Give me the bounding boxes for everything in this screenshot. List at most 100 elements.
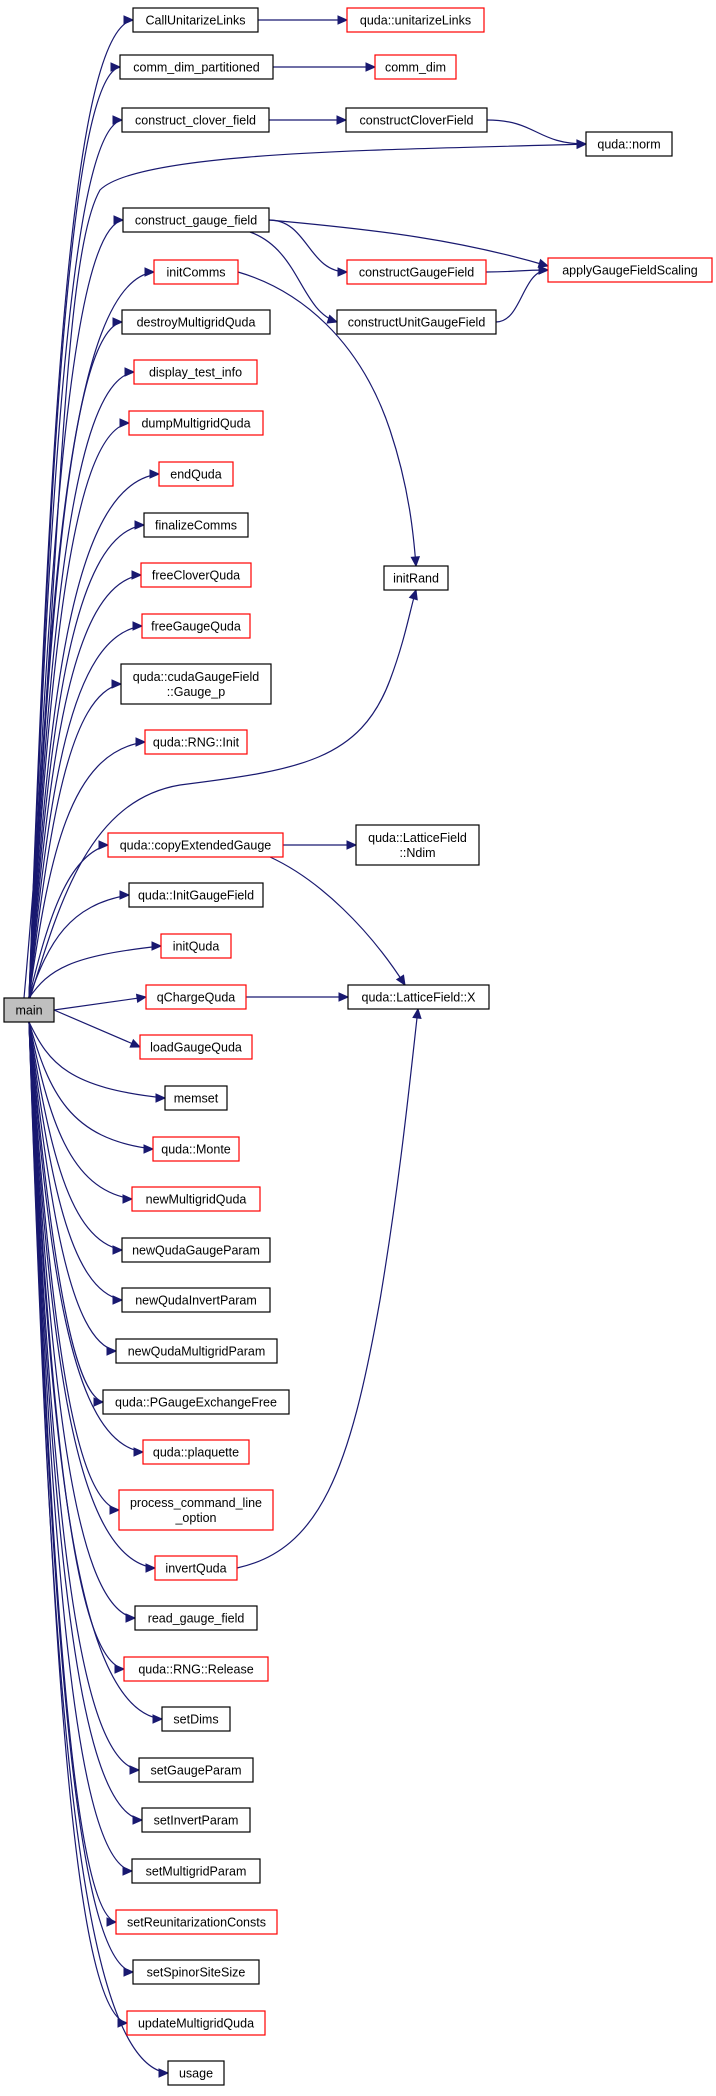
- node-box: [374, 54, 457, 80]
- node-construct-clover-field[interactable]: construct_clover_field: [121, 107, 270, 133]
- node-invert-quda[interactable]: invertQuda: [154, 1555, 238, 1581]
- node-dump-multigrid-quda[interactable]: dumpMultigridQuda: [128, 410, 264, 436]
- node-init-quda[interactable]: initQuda: [160, 933, 232, 959]
- node-construct-clover-field[interactable]: constructCloverField: [345, 107, 488, 133]
- node-new-quda-multigrid-param[interactable]: newQudaMultigridParam: [115, 1338, 278, 1364]
- node-display-test-info[interactable]: display_test_info: [133, 359, 258, 385]
- node-plaquette[interactable]: quda::plaquette: [142, 1439, 250, 1465]
- node-comm-dim-partitioned[interactable]: comm_dim_partitioned: [119, 54, 274, 80]
- node-box: [140, 562, 252, 588]
- node-end-quda[interactable]: endQuda: [158, 461, 234, 487]
- node-gauge-p[interactable]: quda::cudaGaugeField::Gauge_p: [120, 663, 272, 705]
- arrowhead: [113, 215, 125, 225]
- node-call-unitarize-links[interactable]: CallUnitarizeLinks: [132, 7, 259, 33]
- node-box: [158, 461, 234, 487]
- node-q-charge-quda[interactable]: qChargeQuda: [145, 984, 247, 1010]
- node-pgauge-exchange-free[interactable]: quda::PGaugeExchangeFree: [102, 1389, 290, 1415]
- node-rng-init[interactable]: quda::RNG::Init: [144, 729, 248, 755]
- arrowhead: [155, 1093, 167, 1103]
- edge-main-to-end-quda: [28, 473, 160, 999]
- node-memset[interactable]: memset: [164, 1085, 228, 1111]
- node-label: freeGaugeQuda: [151, 620, 241, 634]
- node-unitarize-links[interactable]: quda::unitarizeLinks: [346, 7, 485, 33]
- node-main[interactable]: main: [3, 997, 55, 1023]
- node-box: [133, 359, 258, 385]
- arrowhead: [337, 15, 349, 25]
- arrowhead: [135, 993, 148, 1004]
- node-finalize-comms[interactable]: finalizeComms: [143, 512, 249, 538]
- arrowhead: [337, 267, 349, 277]
- arrowhead: [151, 941, 163, 951]
- node-label: finalizeComms: [155, 519, 237, 533]
- node-new-multigrid-quda[interactable]: newMultigridQuda: [131, 1186, 261, 1212]
- node-init-gauge-field[interactable]: quda::InitGaugeField: [128, 882, 264, 908]
- edge-main-to-usage: [28, 1021, 169, 2074]
- arrowhead: [538, 265, 550, 275]
- node-box: [120, 663, 272, 705]
- node-box: [132, 7, 259, 33]
- node-label: quda::RNG::Init: [153, 736, 240, 750]
- node-read-gauge-field[interactable]: read_gauge_field: [134, 1605, 258, 1631]
- node-apply-gauge-field-scaling[interactable]: applyGaugeFieldScaling: [547, 257, 713, 283]
- node-process-command-line-option[interactable]: process_command_line_option: [118, 1489, 274, 1531]
- node-box: [123, 1656, 269, 1682]
- node-comm-dim[interactable]: comm_dim: [374, 54, 457, 80]
- edge-construct-gauge-field-to-construct-unit-gauge-field: [249, 231, 338, 323]
- node-label: quda::plaquette: [153, 1446, 239, 1460]
- node-usage[interactable]: usage: [167, 2060, 225, 2086]
- node-label: setInvertParam: [154, 1814, 239, 1828]
- node-label: setReunitarizationConsts: [127, 1916, 266, 1930]
- node-free-gauge-quda[interactable]: freeGaugeQuda: [141, 613, 251, 639]
- node-copy-extended-gauge[interactable]: quda::copyExtendedGauge: [107, 832, 284, 858]
- node-label: display_test_info: [149, 366, 242, 380]
- node-lattice-field-x[interactable]: quda::LatticeField::X: [347, 984, 490, 1010]
- node-label: quda::InitGaugeField: [138, 889, 254, 903]
- node-set-spinor-site-size[interactable]: setSpinorSiteSize: [132, 1959, 260, 1985]
- node-label: applyGaugeFieldScaling: [562, 264, 698, 278]
- arrowhead: [111, 679, 123, 689]
- node-construct-gauge-field[interactable]: constructGaugeField: [346, 259, 487, 285]
- edge-main-to-process-command-line-option: [28, 1021, 120, 1511]
- node-construct-gauge-field[interactable]: construct_gauge_field: [122, 207, 270, 233]
- node-new-quda-invert-param[interactable]: newQudaInvertParam: [121, 1287, 271, 1313]
- node-set-multigrid-param[interactable]: setMultigridParam: [131, 1858, 261, 1884]
- edge-main-to-new-multigrid-quda: [28, 1021, 133, 1200]
- node-rng-release[interactable]: quda::RNG::Release: [123, 1656, 269, 1682]
- node-box: [102, 1389, 290, 1415]
- node-init-comms[interactable]: initComms: [153, 259, 239, 285]
- node-construct-unit-gauge-field[interactable]: constructUnitGaugeField: [336, 309, 497, 335]
- node-label: endQuda: [170, 468, 221, 482]
- node-box: [144, 729, 248, 755]
- node-norm[interactable]: quda::norm: [585, 131, 673, 157]
- node-init-rand[interactable]: initRand: [383, 565, 449, 591]
- arrowhead: [133, 1447, 145, 1457]
- arrowhead: [98, 840, 110, 850]
- edge-main-to-load-gauge-quda: [53, 1009, 141, 1048]
- node-update-multigrid-quda[interactable]: updateMultigridQuda: [126, 2010, 266, 2036]
- node-box: [152, 1136, 240, 1162]
- node-free-clover-quda[interactable]: freeCloverQuda: [140, 562, 252, 588]
- node-set-dims[interactable]: setDims: [161, 1706, 231, 1732]
- node-destroy-multigrid-quda[interactable]: destroyMultigridQuda: [121, 309, 271, 335]
- edge-main-to-destroy-multigrid-quda: [28, 321, 123, 999]
- node-set-reunitarization-consts[interactable]: setReunitarizationConsts: [115, 1909, 278, 1935]
- node-lattice-field-ndim[interactable]: quda::LatticeField::Ndim: [355, 824, 480, 866]
- arrowhead: [143, 1144, 155, 1154]
- node-box: [145, 984, 247, 1010]
- edge-main-to-pgauge-exchange-free: [28, 1021, 104, 1403]
- arrowhead: [119, 418, 131, 428]
- arrowhead: [537, 258, 550, 268]
- edge-main-to-init-rand: [29, 589, 417, 999]
- edge-main-to-free-gauge-quda: [28, 625, 143, 999]
- node-monte[interactable]: quda::Monte: [152, 1136, 240, 1162]
- node-label: ::Gauge_p: [167, 685, 225, 699]
- edge-main-to-construct-gauge-field: [28, 219, 124, 999]
- node-new-quda-gauge-param[interactable]: newQudaGaugeParam: [121, 1237, 271, 1263]
- node-box: [154, 1555, 238, 1581]
- node-box: [141, 613, 251, 639]
- node-load-gauge-quda[interactable]: loadGaugeQuda: [139, 1034, 253, 1060]
- node-set-invert-param[interactable]: setInvertParam: [141, 1807, 251, 1833]
- node-label: setGaugeParam: [150, 1764, 241, 1778]
- node-set-gauge-param[interactable]: setGaugeParam: [138, 1757, 254, 1783]
- node-box: [126, 2010, 266, 2036]
